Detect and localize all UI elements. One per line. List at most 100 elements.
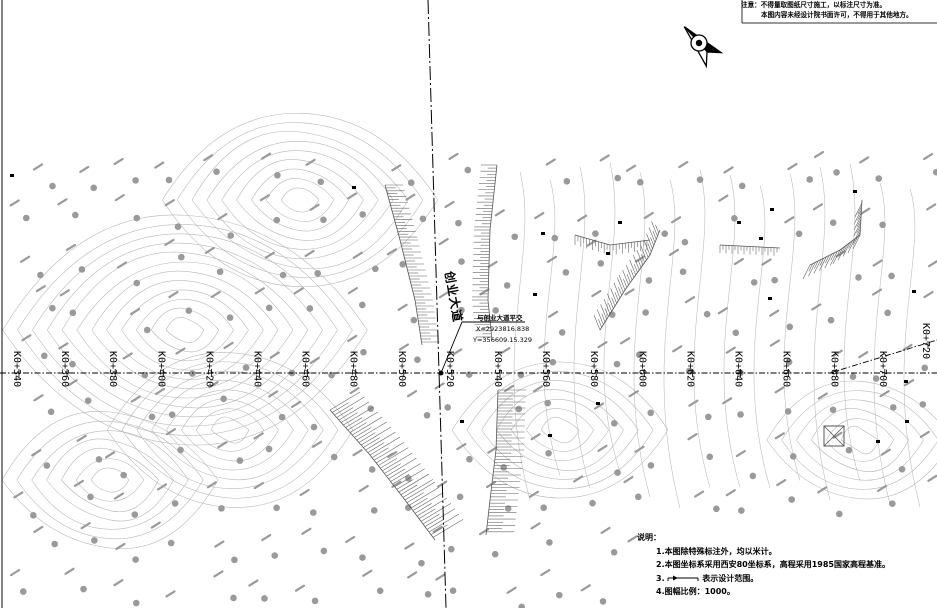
elevation-mark [448, 152, 459, 161]
elevation-mark [65, 243, 77, 252]
survey-dot [143, 326, 151, 334]
elevation-mark [643, 211, 654, 220]
slope-hatch [808, 262, 816, 277]
elevation-mark [487, 446, 498, 454]
survey-dot [359, 211, 366, 218]
slope-hatch [626, 274, 631, 283]
contour-line [766, 380, 937, 500]
survey-dot [614, 174, 622, 182]
elevation-mark [309, 203, 320, 211]
road-centerline [0, 339, 937, 377]
contour-line [1, 411, 219, 549]
slope-hatch [347, 411, 378, 431]
survey-dot [213, 168, 220, 175]
slope-hatch [378, 447, 409, 466]
survey-dot [360, 348, 367, 356]
building-symbol [905, 420, 909, 423]
survey-dot [372, 265, 379, 273]
survey-dot [368, 466, 376, 473]
station-label: K0+340 [11, 351, 22, 387]
slope-hatch [412, 492, 444, 511]
survey-dot [310, 509, 317, 516]
survey-dot [37, 271, 44, 279]
station-label: K0+460 [300, 351, 311, 387]
legend-item-2: 2.本图坐标系采用西安80坐标系，高程采用1985国家高程基准。 [656, 560, 891, 570]
building-symbol [737, 221, 741, 224]
elevation-mark [290, 400, 302, 408]
slope-hatch [813, 259, 822, 274]
elevation-mark [546, 255, 558, 263]
slope-hatch [384, 463, 402, 474]
elevation-mark [717, 307, 728, 315]
contour-line [873, 182, 891, 505]
elevation-mark [398, 343, 410, 351]
survey-dot [855, 274, 862, 281]
contour-line [663, 179, 681, 509]
contour-line [106, 280, 264, 380]
slope-hatch [625, 264, 633, 281]
slope-hatch [814, 260, 819, 269]
elevation-mark [397, 303, 408, 311]
slope-hatch [830, 252, 835, 261]
elevation-mark [309, 356, 320, 365]
contour-line [191, 130, 409, 270]
elevation-mark [926, 203, 937, 211]
survey-dot [78, 266, 86, 273]
slope-hatch [830, 251, 838, 266]
slope-hatch [365, 431, 396, 451]
slope-hatch [414, 503, 432, 514]
contour-line [753, 185, 771, 489]
elevation-mark [432, 525, 443, 533]
top-note-2: 本图内容未经设计院书面许可，不得用于其他地方。 [761, 11, 913, 19]
slope-hatch [608, 302, 612, 312]
elevation-mark [264, 251, 275, 259]
survey-dot [227, 232, 234, 239]
survey-dot [317, 178, 325, 186]
elevation-mark [927, 474, 937, 482]
slope-hatch [856, 231, 861, 240]
slope-hatch [432, 519, 464, 538]
survey-dot [879, 221, 886, 229]
building-symbol [759, 237, 763, 240]
elevation-mark [210, 290, 221, 299]
elevation-mark [261, 533, 272, 542]
survey-dot [311, 597, 319, 605]
elevation-mark [817, 486, 828, 494]
slope-hatch [630, 269, 635, 278]
survey-dot [589, 499, 596, 507]
elevation-mark [530, 522, 541, 530]
survey-dot [642, 309, 649, 316]
survey-dot [168, 411, 176, 418]
contour-line [121, 289, 249, 371]
survey-dot [558, 329, 566, 336]
elevation-mark [347, 334, 358, 343]
survey-dot [455, 219, 462, 227]
elevation-mark [164, 199, 175, 207]
elevation-mark [722, 397, 733, 405]
survey-dot [419, 215, 427, 223]
elevation-mark [407, 571, 418, 579]
survey-dot [549, 358, 557, 366]
station-label: K0+700 [877, 351, 888, 387]
survey-dot [540, 504, 548, 512]
elevation-mark [573, 475, 584, 483]
slope-hatch [354, 427, 372, 438]
elevation-mark [599, 154, 610, 162]
survey-dot [424, 590, 432, 598]
slope-hatch [404, 481, 436, 501]
elevation-mark [600, 526, 611, 534]
elevation-mark [835, 250, 846, 258]
slope-hatch [336, 407, 354, 418]
contour-line [451, 361, 669, 499]
survey-dot [636, 178, 644, 186]
elevation-mark [213, 570, 224, 578]
slope-hatch [848, 240, 853, 249]
elevation-mark [58, 342, 69, 350]
survey-dot [849, 373, 857, 380]
elevation-mark [150, 521, 161, 529]
slope-hatch [633, 264, 638, 273]
elevation-mark [591, 289, 602, 298]
legend-item-3-number: 3. [656, 573, 665, 583]
elevation-mark [254, 287, 265, 295]
slope-hatch [613, 282, 621, 299]
